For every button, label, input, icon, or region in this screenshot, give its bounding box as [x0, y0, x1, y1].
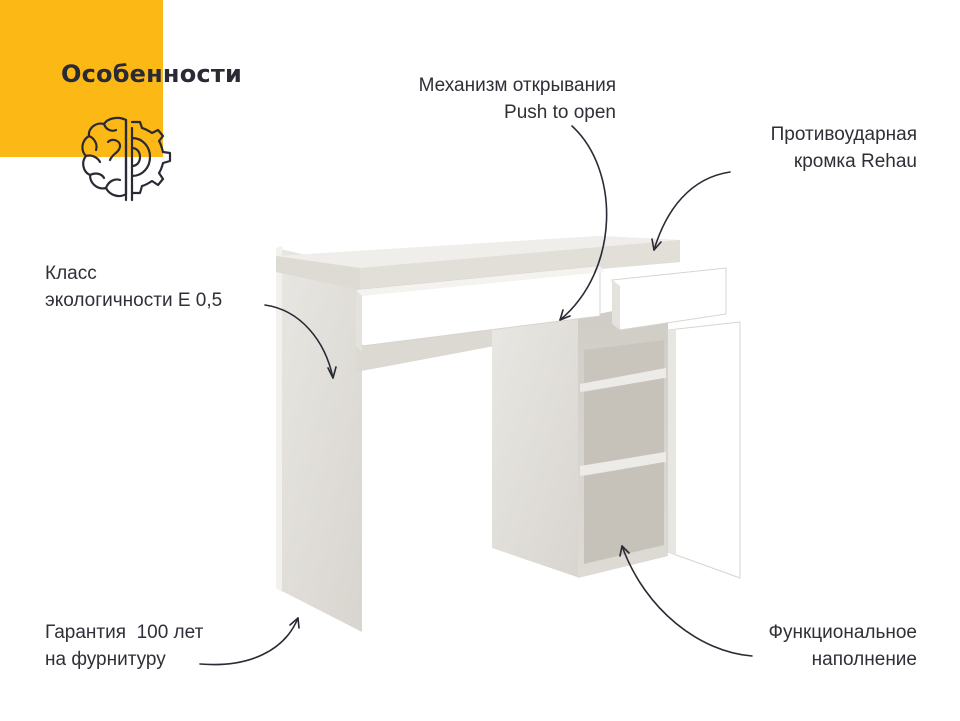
arrow-eco — [264, 304, 334, 379]
feature-edge-line1: Противоударная — [770, 124, 917, 145]
feature-filling-line1: Функциональное — [768, 622, 917, 643]
cabinet — [492, 300, 668, 578]
arrow-warranty — [199, 617, 299, 666]
feature-warranty-line1: Гарантия 100 лет — [45, 622, 204, 643]
page-title: Особенности — [61, 60, 242, 88]
left-leg — [276, 246, 362, 632]
feature-edge: Противоударная кромка Rehau — [771, 121, 917, 175]
arrow-edge — [653, 171, 731, 251]
feature-mechanism: Механизм открывания Push to open — [419, 72, 616, 126]
feature-mechanism-line1: Механизм открывания — [418, 75, 616, 96]
feature-mechanism-line2: Push to open — [504, 102, 616, 123]
brain-gear-icon — [81, 116, 172, 202]
feature-eco-line1: Класс — [45, 263, 97, 284]
feature-filling-line2: наполнение — [811, 649, 917, 670]
accent-block — [0, 0, 163, 157]
feature-filling: Функциональное наполнение — [769, 619, 917, 673]
tabletop — [276, 236, 680, 290]
arrow-mechanism — [559, 125, 608, 321]
drawer-left — [355, 265, 604, 352]
feature-eco-line2: экологичности Е 0,5 — [45, 290, 223, 311]
feature-edge-line2: кромка Rehau — [793, 151, 917, 172]
arrow-filling — [621, 545, 753, 657]
feature-eco: Класс экологичности Е 0,5 — [45, 260, 222, 314]
back-rail — [356, 292, 500, 372]
drawer-right — [611, 267, 727, 331]
feature-warranty: Гарантия 100 лет на фурнитуру — [45, 619, 203, 673]
feature-warranty-line2: на фурнитуру — [45, 649, 166, 670]
cabinet-door — [667, 321, 741, 579]
